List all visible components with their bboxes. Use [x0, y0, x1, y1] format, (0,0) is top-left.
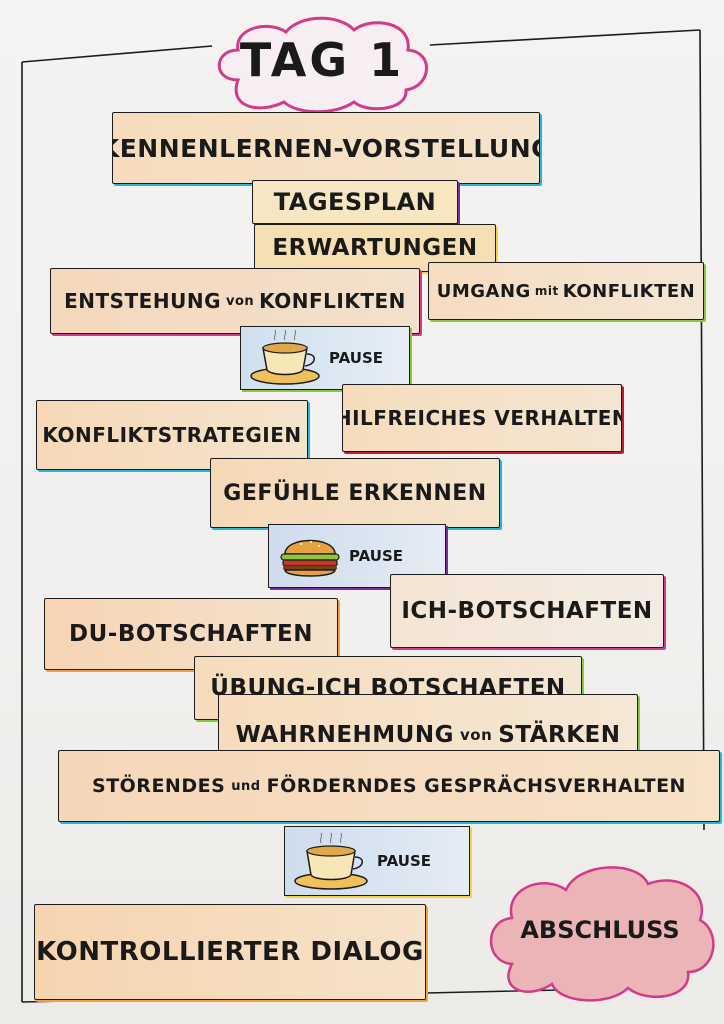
item-entstehung: ENTSTEHUNG von KONFLIKTEN	[50, 268, 420, 334]
label-ich-botschaften: ICH-BOTSCHAFTEN	[401, 598, 653, 624]
item-konfliktstrategien: KONFLIKTSTRATEGIEN	[36, 400, 308, 470]
item-tagesplan: TAGESPLAN	[252, 180, 458, 224]
label-konfliktstrategien: KONFLIKTSTRATEGIEN	[42, 423, 302, 447]
label-du-botschaften: DU-BOTSCHAFTEN	[69, 621, 313, 647]
label-abschluss: ABSCHLUSS	[520, 916, 680, 944]
abschluss-cloud	[489, 866, 715, 1002]
label-pause-1: PAUSE	[329, 349, 383, 367]
page-title: TAG 1	[239, 33, 405, 87]
item-hilfreiches: HILFREICHES VERHALTEN	[342, 384, 622, 452]
label-pause-2: PAUSE	[349, 547, 403, 565]
item-gefuehle: GEFÜHLE ERKENNEN	[210, 458, 500, 528]
pause-3: PAUSE	[284, 826, 470, 896]
pause-1: PAUSE	[240, 326, 410, 390]
label-kennenlernen: KENNENLERNEN-VORSTELLUNG	[112, 133, 540, 163]
label-entstehung-c: KONFLIKTEN	[259, 289, 406, 313]
label-entstehung-a: ENTSTEHUNG	[64, 289, 221, 313]
item-stoerendes: STÖRENDES und FÖRDERNDES GESPRÄCHSVERHAL…	[58, 750, 720, 822]
item-umgang: UMGANG mit KONFLIKTEN	[428, 262, 704, 320]
label-gefuehle: GEFÜHLE ERKENNEN	[223, 480, 487, 506]
label-umgang-c: KONFLIKTEN	[562, 280, 696, 302]
label-pause-3: PAUSE	[377, 852, 431, 870]
label-umgang-a: UMGANG	[436, 280, 531, 302]
label-stoerendes-b: und	[231, 778, 261, 794]
label-tagesplan: TAGESPLAN	[273, 188, 437, 216]
label-stoerendes-a: STÖRENDES	[92, 775, 226, 797]
burger-icon	[280, 539, 340, 577]
label-umgang-b: mit	[534, 284, 559, 298]
item-ich-botschaften: ICH-BOTSCHAFTEN	[390, 574, 664, 648]
label-wahrnehmung-a: WAHRNEHMUNG	[235, 722, 454, 748]
coffee-cup-icon	[294, 832, 368, 890]
label-wahrnehmung-b: von	[459, 726, 493, 744]
label-erwartungen: ERWARTUNGEN	[272, 235, 478, 261]
item-erwartungen: ERWARTUNGEN	[254, 224, 496, 272]
item-kontrollierter-dialog: KONTROLLIERTER DIALOG	[34, 904, 426, 1000]
title-cloud	[217, 16, 428, 114]
label-stoerendes-c: FÖRDERNDES GESPRÄCHSVERHALTEN	[266, 775, 686, 797]
coffee-cup-icon	[250, 330, 320, 385]
item-kennenlernen: KENNENLERNEN-VORSTELLUNG	[112, 112, 540, 184]
label-entstehung-b: von	[225, 293, 255, 309]
label-hilfreiches: HILFREICHES VERHALTEN	[342, 406, 622, 430]
label-kontrollierter-dialog: KONTROLLIERTER DIALOG	[36, 937, 424, 967]
label-wahrnehmung-c: STÄRKEN	[498, 722, 621, 748]
